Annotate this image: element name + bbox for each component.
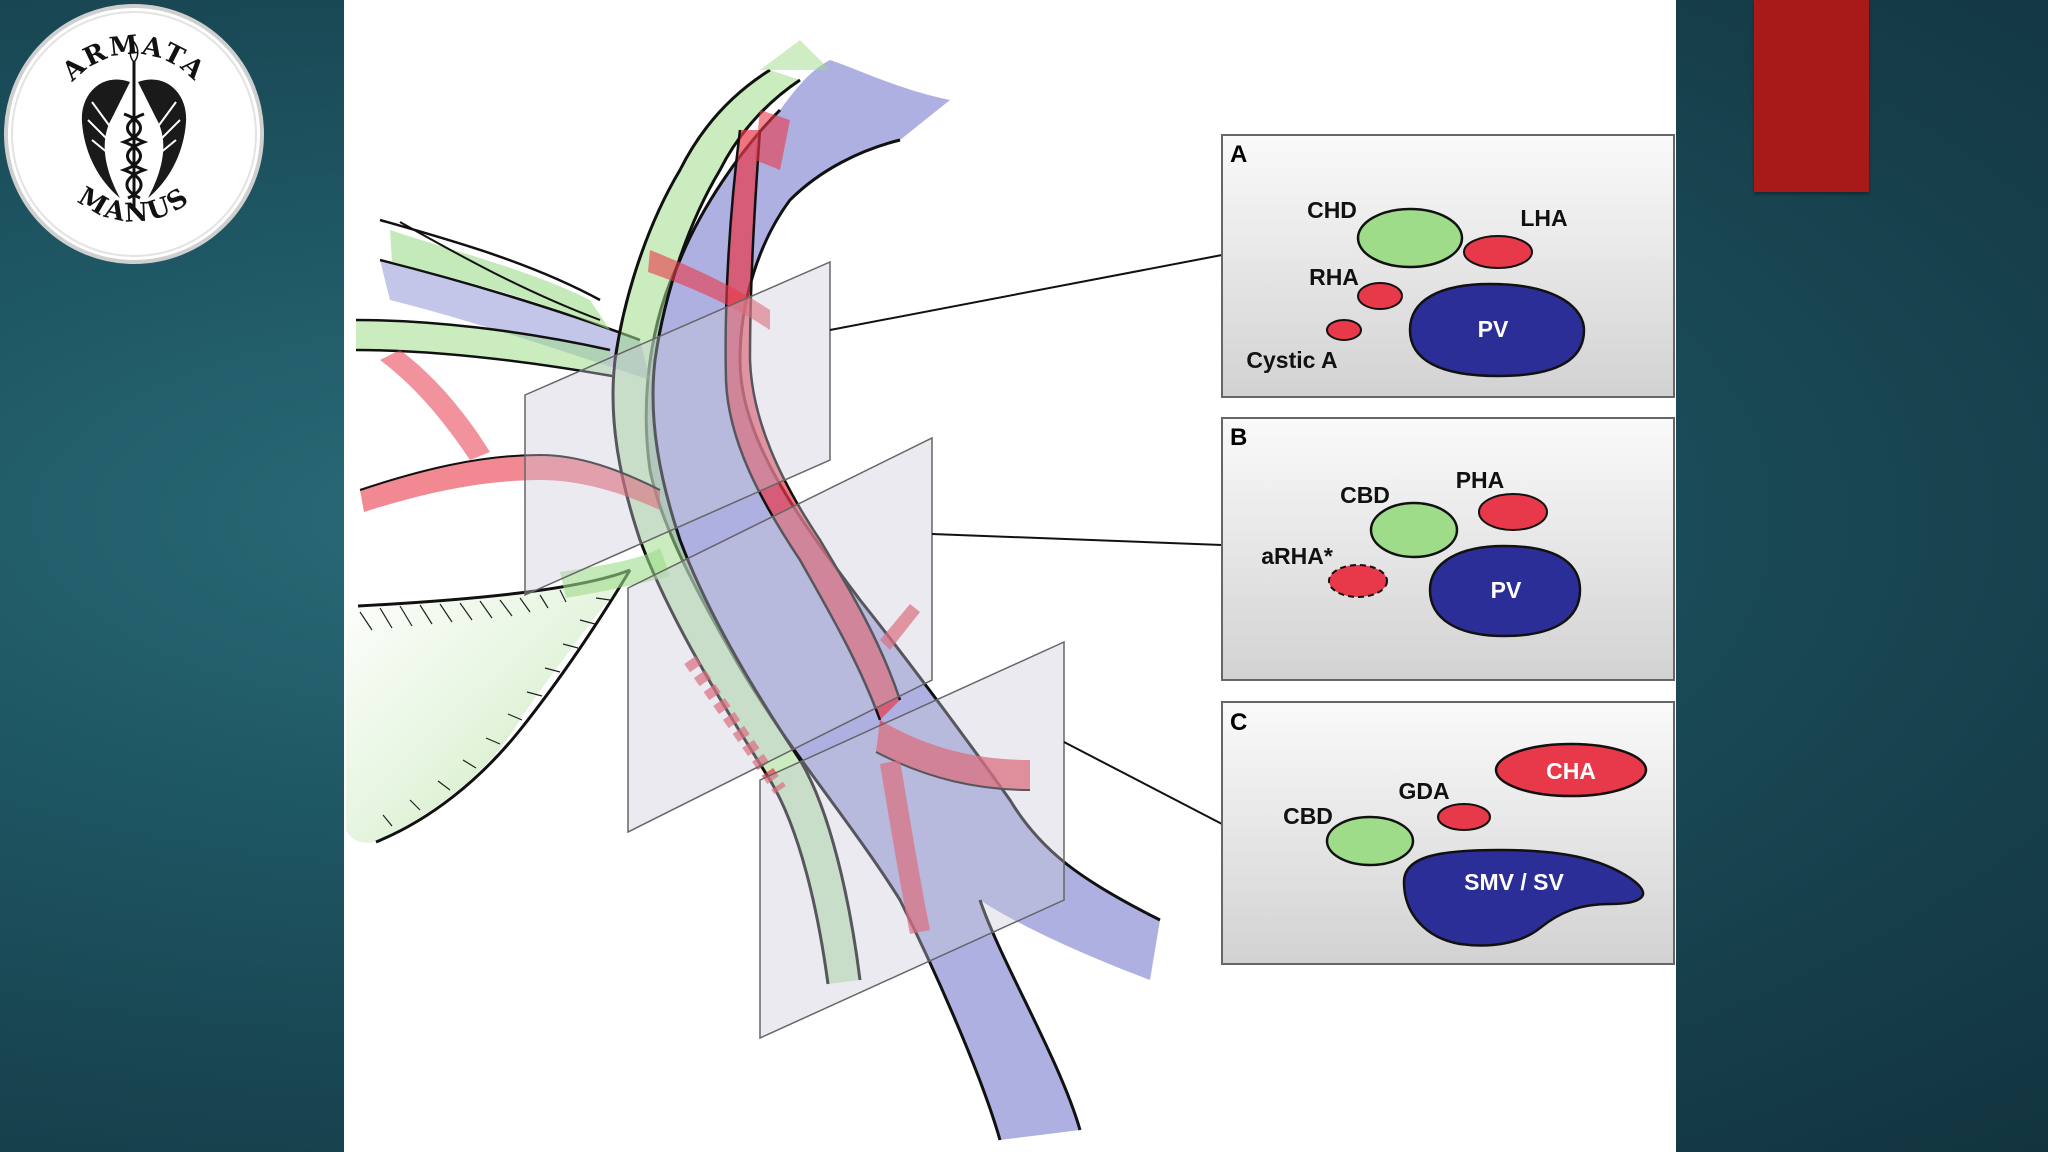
- cbd-label-b: CBD: [1340, 482, 1390, 508]
- rha-shape: [1357, 282, 1403, 310]
- pv-label-a: PV: [1478, 316, 1509, 342]
- plane-a: [524, 260, 831, 597]
- hepatic-hilum-diagram: A CHD LHA RHA Cystic A PV B CBD PHA aRHA…: [346, 40, 1675, 1141]
- arha-shape: [1328, 564, 1388, 598]
- flame-icon: [129, 40, 139, 64]
- gda-shape: [1437, 803, 1491, 831]
- chd-label: CHD: [1307, 197, 1357, 223]
- hepatic-artery: [359, 110, 1031, 934]
- arha-label: aRHA*: [1261, 543, 1333, 569]
- plane-c: [759, 640, 1065, 1040]
- chd-shape: [1356, 207, 1464, 269]
- cha-shape: [1494, 742, 1648, 798]
- panel-a-letter: A: [1230, 141, 1247, 168]
- pv-shape-a: [1408, 282, 1586, 378]
- gallbladder-region: [346, 568, 632, 844]
- lha-label: LHA: [1520, 205, 1567, 231]
- cystic-a-label: Cystic A: [1246, 347, 1337, 373]
- section-planes: [524, 260, 1065, 1040]
- inset-panel-a: A CHD LHA RHA Cystic A PV: [1221, 134, 1675, 398]
- cbd-label-c: CBD: [1283, 803, 1333, 829]
- cha-label: CHA: [1546, 758, 1596, 784]
- leader-lines: [829, 254, 1223, 825]
- pha-label: PHA: [1456, 467, 1505, 493]
- smv-sv-label: SMV / SV: [1464, 869, 1564, 895]
- panel-b-letter: B: [1230, 424, 1247, 451]
- cystic-a-shape: [1326, 319, 1362, 341]
- cbd-shape-c: [1325, 815, 1415, 867]
- armata-manus-logo: ARMATA MANUS: [4, 4, 264, 264]
- smv-sv-shape: [1402, 848, 1645, 947]
- inset-panel-c: C CHA GDA CBD SMV / SV: [1221, 701, 1675, 965]
- pv-shape-b: [1428, 544, 1582, 638]
- panel-c-letter: C: [1230, 709, 1247, 736]
- gda-label: GDA: [1398, 778, 1449, 804]
- pha-shape: [1478, 493, 1548, 531]
- right-wing-icon: [138, 79, 187, 198]
- accent-tab: [1754, 0, 1869, 192]
- bile-duct: [355, 40, 862, 985]
- inset-panel-b: B CBD PHA aRHA* PV: [1221, 417, 1675, 681]
- left-wing-icon: [81, 79, 130, 198]
- pv-label-b: PV: [1491, 577, 1522, 603]
- cbd-shape-b: [1369, 501, 1459, 559]
- lha-shape: [1463, 235, 1533, 269]
- rha-label: RHA: [1309, 264, 1359, 290]
- plane-b: [627, 436, 933, 834]
